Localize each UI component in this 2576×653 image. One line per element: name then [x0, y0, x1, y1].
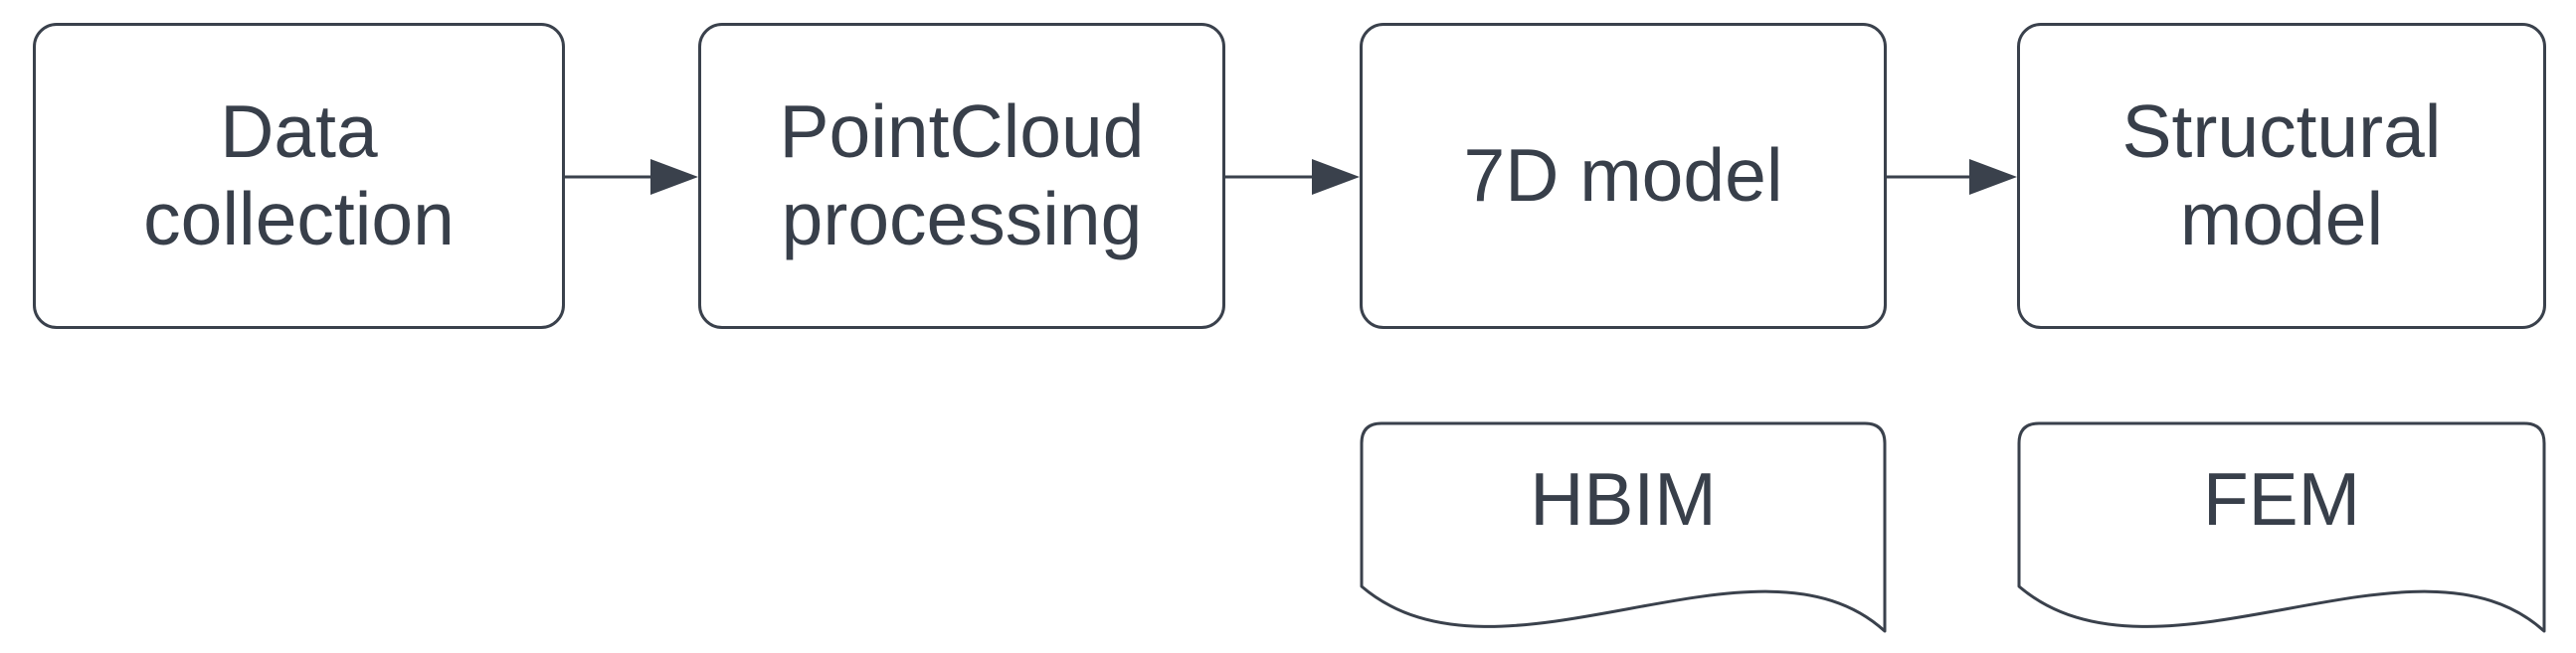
arrow-right-icon [1225, 159, 1360, 195]
process-node-data-collection: Data collection [33, 23, 565, 329]
arrow-right-icon [565, 159, 698, 195]
arrow-data-collection-to-pointcloud-processing [565, 157, 698, 197]
document-shape-icon [1360, 421, 1887, 633]
document-node-fem: FEM [2017, 420, 2546, 634]
node-label: PointCloud processing [779, 89, 1145, 260]
node-label: 7D model [1463, 133, 1783, 218]
process-node-7d-model: 7D model [1360, 23, 1887, 329]
document-node-hbim: HBIM [1360, 420, 1887, 634]
process-node-structural-model: Structural model [2017, 23, 2546, 329]
arrow-right-icon [1887, 159, 2017, 195]
arrow-7d-model-to-structural-model [1887, 157, 2017, 197]
node-label: FEM [2202, 457, 2361, 542]
arrow-pointcloud-processing-to-7d-model [1225, 157, 1360, 197]
document-shape-icon [2017, 421, 2546, 633]
node-label: Structural model [2121, 89, 2442, 260]
process-node-pointcloud-processing: PointCloud processing [698, 23, 1225, 329]
node-label: Data collection [143, 89, 455, 260]
node-label: HBIM [1530, 457, 1717, 542]
